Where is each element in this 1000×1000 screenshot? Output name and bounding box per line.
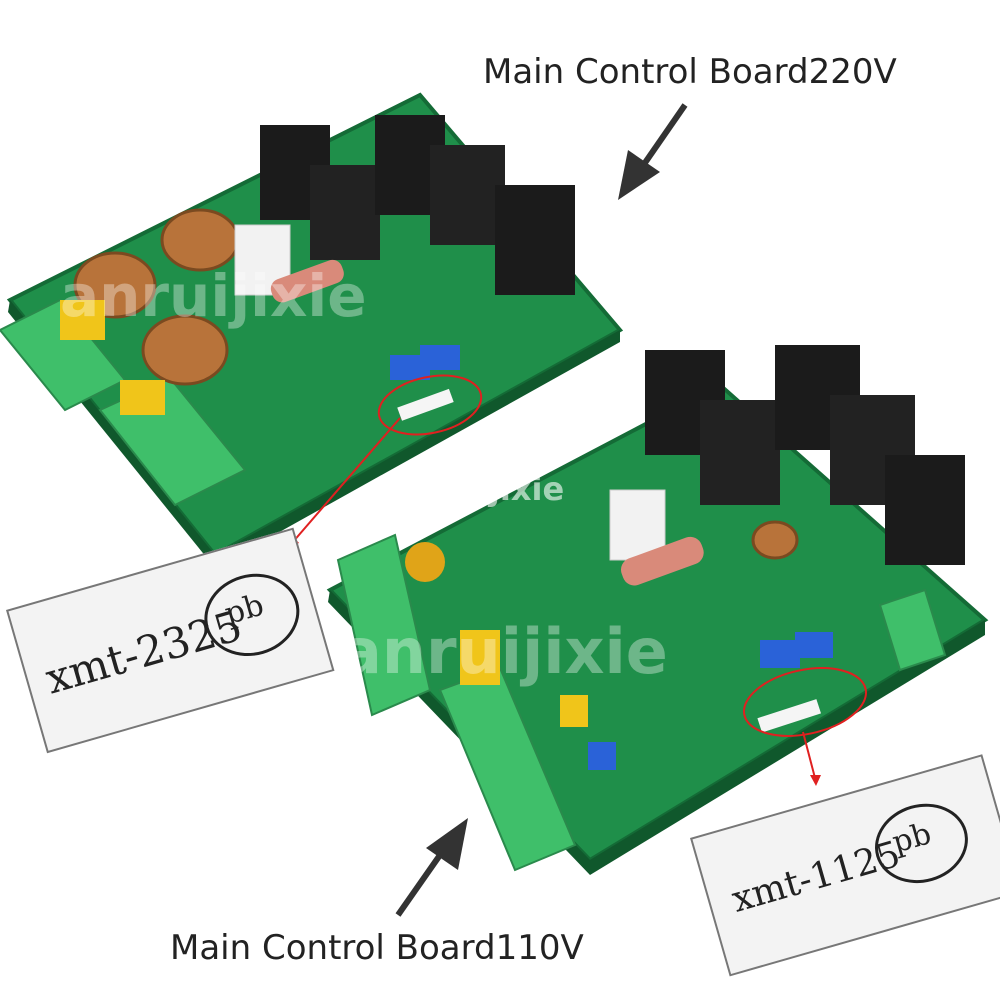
heatsink <box>645 345 965 565</box>
capacitor <box>560 695 588 727</box>
callout-line <box>291 417 401 544</box>
capacitor <box>405 542 445 582</box>
callout-arrowhead <box>810 775 821 786</box>
caption-220v: Main Control Board220V <box>483 52 897 92</box>
callout-circle <box>742 667 868 737</box>
heatsink <box>260 115 575 295</box>
capacitor <box>795 632 833 658</box>
capacitor <box>460 630 500 685</box>
arrow-to-220v-board <box>618 103 688 200</box>
power-resistor <box>621 536 704 586</box>
terminal-block <box>336 533 432 717</box>
watermark: anruijixie <box>340 615 668 688</box>
capacitor <box>120 380 165 415</box>
callout-line <box>802 731 816 779</box>
power-resistor <box>270 259 344 303</box>
toroid-coil <box>160 208 240 272</box>
toroid-coil <box>141 314 229 386</box>
board-110v <box>326 345 989 875</box>
callout-circle <box>377 374 483 436</box>
arrow-to-110v-board <box>395 818 468 917</box>
capacitor <box>760 640 800 668</box>
relay <box>609 489 666 561</box>
label-sticker <box>757 699 822 733</box>
toroid-coil <box>751 520 799 560</box>
terminal-block <box>878 588 947 672</box>
capacitor <box>420 345 460 370</box>
board-220v <box>0 92 624 568</box>
capacitor <box>60 300 105 340</box>
capacitor <box>588 742 616 770</box>
watermark: anruijixie <box>395 470 565 508</box>
watermark: anruijixie <box>60 262 367 330</box>
caption-110v: Main Control Board110V <box>170 928 584 968</box>
label-sticker <box>397 388 454 421</box>
